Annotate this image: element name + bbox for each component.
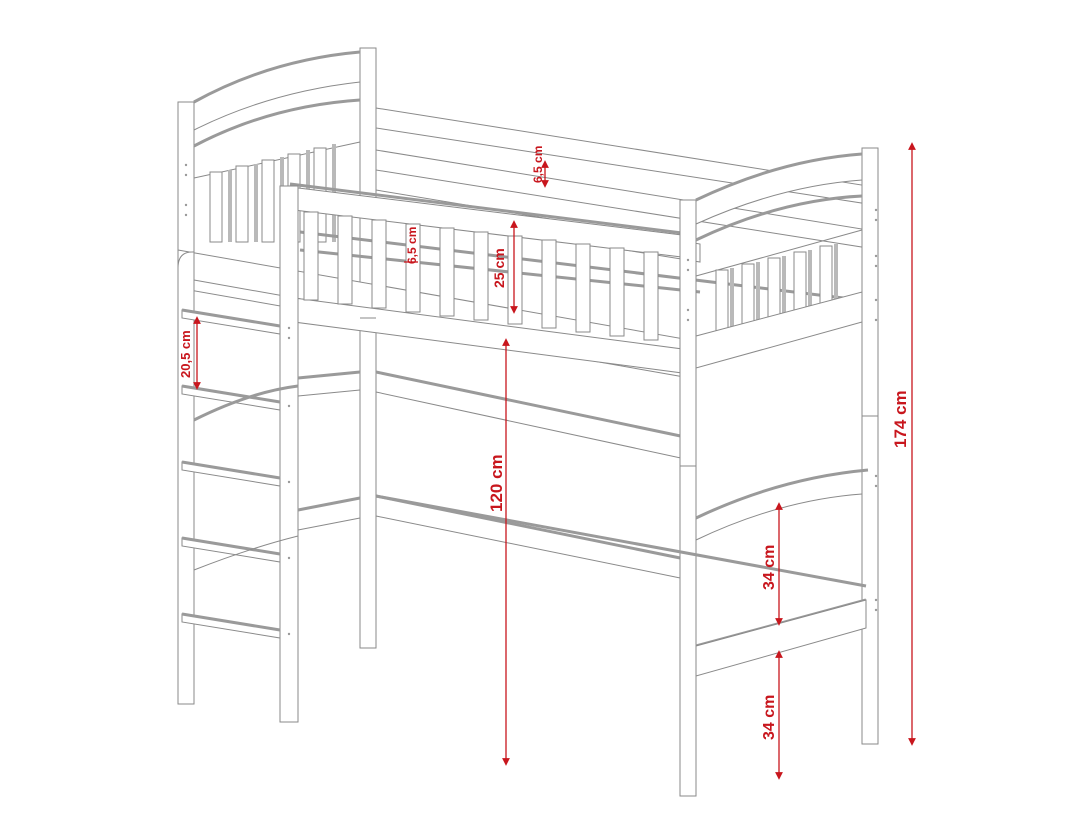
- dim-label-guard-rail-height: 25 cm: [491, 248, 507, 288]
- dim-label-ladder-step-spacing: 20,5 cm: [178, 330, 193, 378]
- dim-label-lower-rail-upper: 34 cm: [761, 545, 778, 590]
- left-headboard: [177, 50, 361, 703]
- ladder-steps: [181, 308, 281, 639]
- headboard-top-board: [193, 51, 361, 131]
- dim-label-slat-gap: 6,5 cm: [405, 227, 419, 264]
- dim-label-platform-height: 120 cm: [487, 454, 506, 512]
- ladder-rail-left: [177, 251, 195, 705]
- front-right-post: [679, 199, 697, 797]
- dim-label-total-height: 174 cm: [891, 390, 910, 448]
- dim-label-back-rail-gap: 6,5 cm: [531, 146, 545, 183]
- dimension-annotations: 174 cm 120 cm 25 cm 6,5 cm 6,5 cm 20,5 c…: [178, 142, 916, 780]
- dim-label-lower-rail-lower: 34 cm: [761, 695, 778, 740]
- ladder: [177, 185, 361, 723]
- back-left-post: [359, 47, 377, 649]
- ladder-rail-right: [279, 185, 299, 723]
- back-right-post: [861, 147, 879, 745]
- front-guard-rail: [281, 182, 691, 375]
